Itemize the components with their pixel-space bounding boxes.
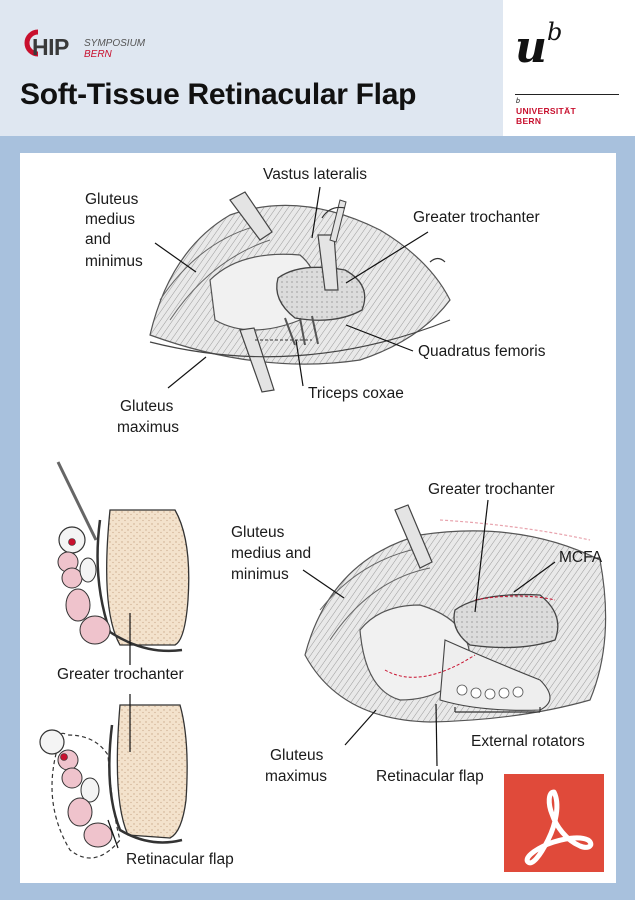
label-gluteus-maximus-top-1: Gluteus [120,398,174,415]
label-retinacular-flap-right: Retinacular flap [376,768,484,785]
label-mcfa: MCFA [559,549,603,566]
university-logo[interactable]: ub b UNIVERSITÄT BERN [503,0,635,136]
university-divider [515,94,619,95]
university-name: UNIVERSITÄT BERN [516,106,576,126]
logo-symposium-text: SYMPOSIUM BERN [84,38,145,60]
right-surgical-illustration [302,499,607,767]
label-gluteus-medius-top-2: medius [85,211,135,228]
ub-logo-u: u [515,22,547,73]
label-gluteus-medius-right-3: minimus [231,566,289,583]
label-gluteus-maximus-top-2: maximus [117,419,180,436]
label-gluteus-maximus-right-1: Gluteus [270,747,324,764]
label-vastus-lateralis: Vastus lateralis [263,166,367,183]
hip-logo-mark-icon [24,29,39,57]
left-cross-section-illustrations [39,461,190,859]
label-gluteus-medius-right-1: Gluteus [231,524,285,541]
ub-logo-mark: ub [515,18,562,73]
ub-logo-b: b [547,18,563,47]
label-triceps-coxae: Triceps coxae [308,385,404,402]
label-greater-trochanter-right: Greater trochanter [428,481,555,498]
label-gluteus-medius-top-3: and [85,231,111,248]
page-title: Soft-Tissue Retinacular Flap [20,78,417,111]
label-greater-trochanter-top: Greater trochanter [413,209,540,226]
pdf-icon [524,789,594,866]
label-gluteus-medius-right-2: medius and [231,545,312,562]
university-small-b: b [516,98,520,105]
label-greater-trochanter-left: Greater trochanter [57,666,184,683]
label-gluteus-medius-top-4: minimus [85,253,143,270]
label-external-rotators: External rotators [471,733,585,750]
header-banner: HIP SYMPOSIUM BERN Soft-Tissue Retinacul… [0,0,503,136]
logo-hip-text: HIP [32,34,69,60]
logo-symposium-word: SYMPOSIUM [84,38,146,49]
logo-bern-word: BERN [84,49,112,60]
label-retinacular-flap-left: Retinacular flap [126,851,234,868]
label-gluteus-medius-top-1: Gluteus [85,191,139,208]
label-gluteus-maximus-right-2: maximus [265,768,328,785]
university-name-line1: UNIVERSITÄT [516,106,576,116]
label-quadratus-femoris: Quadratus femoris [418,343,546,360]
university-name-line2: BERN [516,116,542,126]
pdf-download-button[interactable] [504,774,604,872]
top-surgical-illustration [149,186,451,393]
